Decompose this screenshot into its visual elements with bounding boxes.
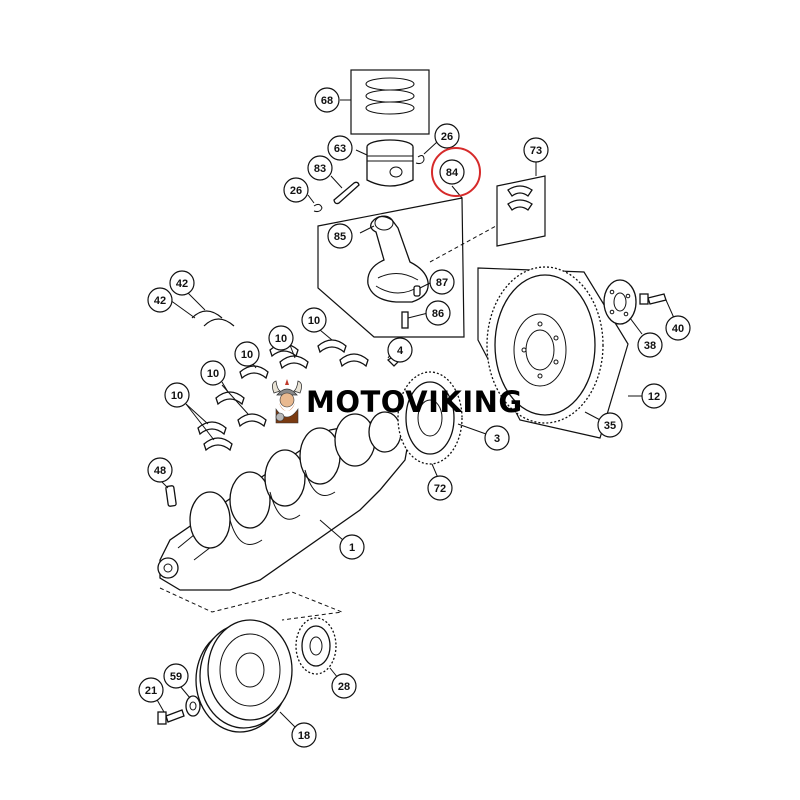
callout-26-upper: 26: [434, 123, 460, 149]
svg-text:73: 73: [530, 145, 542, 157]
callout-68: 68: [314, 87, 340, 113]
callout-40: 40: [665, 315, 691, 341]
svg-text:85: 85: [334, 231, 346, 243]
callout-10-b: 10: [268, 325, 294, 351]
svg-text:1: 1: [349, 542, 355, 554]
callout-35: 35: [597, 412, 623, 438]
callout-3: 3: [484, 425, 510, 451]
callout-85: 85: [327, 223, 353, 249]
watermark-text: MOTOVIKING: [306, 385, 523, 419]
callout-12: 12: [641, 383, 667, 409]
callout-48: 48: [147, 457, 173, 483]
dowel-pin: [159, 479, 177, 507]
callout-38: 38: [637, 332, 663, 358]
svg-text:28: 28: [338, 681, 350, 693]
piston-pin: [330, 175, 360, 205]
snap-ring-upper: [415, 141, 438, 165]
callout-63: 63: [327, 135, 353, 161]
callout-4: 4: [387, 337, 413, 363]
crankshaft: [157, 411, 411, 591]
callout-10-c: 10: [234, 341, 260, 367]
snap-ring-lower: [307, 194, 323, 213]
pulley-washer: [179, 685, 201, 717]
svg-text:10: 10: [275, 333, 287, 345]
callout-42-lower: 42: [147, 287, 173, 313]
svg-text:26: 26: [441, 131, 453, 143]
svg-text:40: 40: [672, 323, 684, 335]
piston: [355, 139, 414, 187]
svg-text:42: 42: [176, 278, 188, 290]
svg-text:10: 10: [207, 368, 219, 380]
svg-text:48: 48: [154, 465, 166, 477]
svg-text:42: 42: [154, 295, 166, 307]
svg-text:12: 12: [648, 391, 660, 403]
svg-text:21: 21: [145, 685, 157, 697]
callout-42-upper: 42: [169, 270, 195, 296]
pulley-bolt: [155, 697, 185, 725]
svg-text:59: 59: [170, 671, 182, 683]
svg-text:87: 87: [436, 277, 448, 289]
callout-83: 83: [307, 155, 333, 181]
rod-bearing-set: [496, 161, 546, 247]
piston-ring-set: [340, 69, 430, 135]
callout-18: 18: [291, 722, 317, 748]
callout-73: 73: [523, 137, 549, 163]
callout-26-lower: 26: [283, 177, 309, 203]
flywheel-assembly: [477, 266, 644, 439]
callout-21: 21: [138, 677, 164, 703]
callout-10-d: 10: [200, 360, 226, 386]
svg-text:38: 38: [644, 340, 656, 352]
connecting-rod-assembly: [317, 185, 497, 338]
callout-28: 28: [331, 673, 357, 699]
svg-text:72: 72: [434, 483, 446, 495]
flywheel-bolt: [639, 293, 675, 319]
svg-text:10: 10: [241, 349, 253, 361]
dashed-leader: [159, 587, 344, 621]
callout-59: 59: [163, 663, 189, 689]
svg-text:63: 63: [334, 143, 346, 155]
svg-text:35: 35: [604, 420, 616, 432]
svg-text:4: 4: [397, 345, 404, 357]
crankshaft-pulley: [195, 619, 299, 733]
callout-1: 1: [339, 534, 365, 560]
highlight-ring: [431, 147, 481, 197]
callout-84-highlighted: 84: [431, 147, 481, 197]
svg-text:86: 86: [432, 308, 444, 320]
svg-text:68: 68: [321, 95, 333, 107]
svg-text:10: 10: [171, 390, 183, 402]
svg-text:3: 3: [494, 433, 500, 445]
thrust-washers: [169, 289, 235, 327]
callout-10-a: 10: [301, 307, 327, 333]
svg-text:26: 26: [290, 185, 302, 197]
callout-87: 87: [429, 269, 455, 295]
timing-gear: [295, 617, 339, 679]
svg-text:18: 18: [298, 730, 310, 742]
viking-mascot-icon: [272, 379, 302, 424]
callout-72: 72: [427, 475, 453, 501]
callout-10-e: 10: [164, 382, 190, 408]
crankshaft-gear: [397, 371, 487, 479]
watermark: MOTOVIKING: [268, 377, 523, 427]
svg-text:83: 83: [314, 163, 326, 175]
pilot-plate: [603, 279, 643, 335]
svg-text:10: 10: [308, 315, 320, 327]
svg-text:84: 84: [446, 167, 459, 179]
callout-86: 86: [425, 300, 451, 326]
